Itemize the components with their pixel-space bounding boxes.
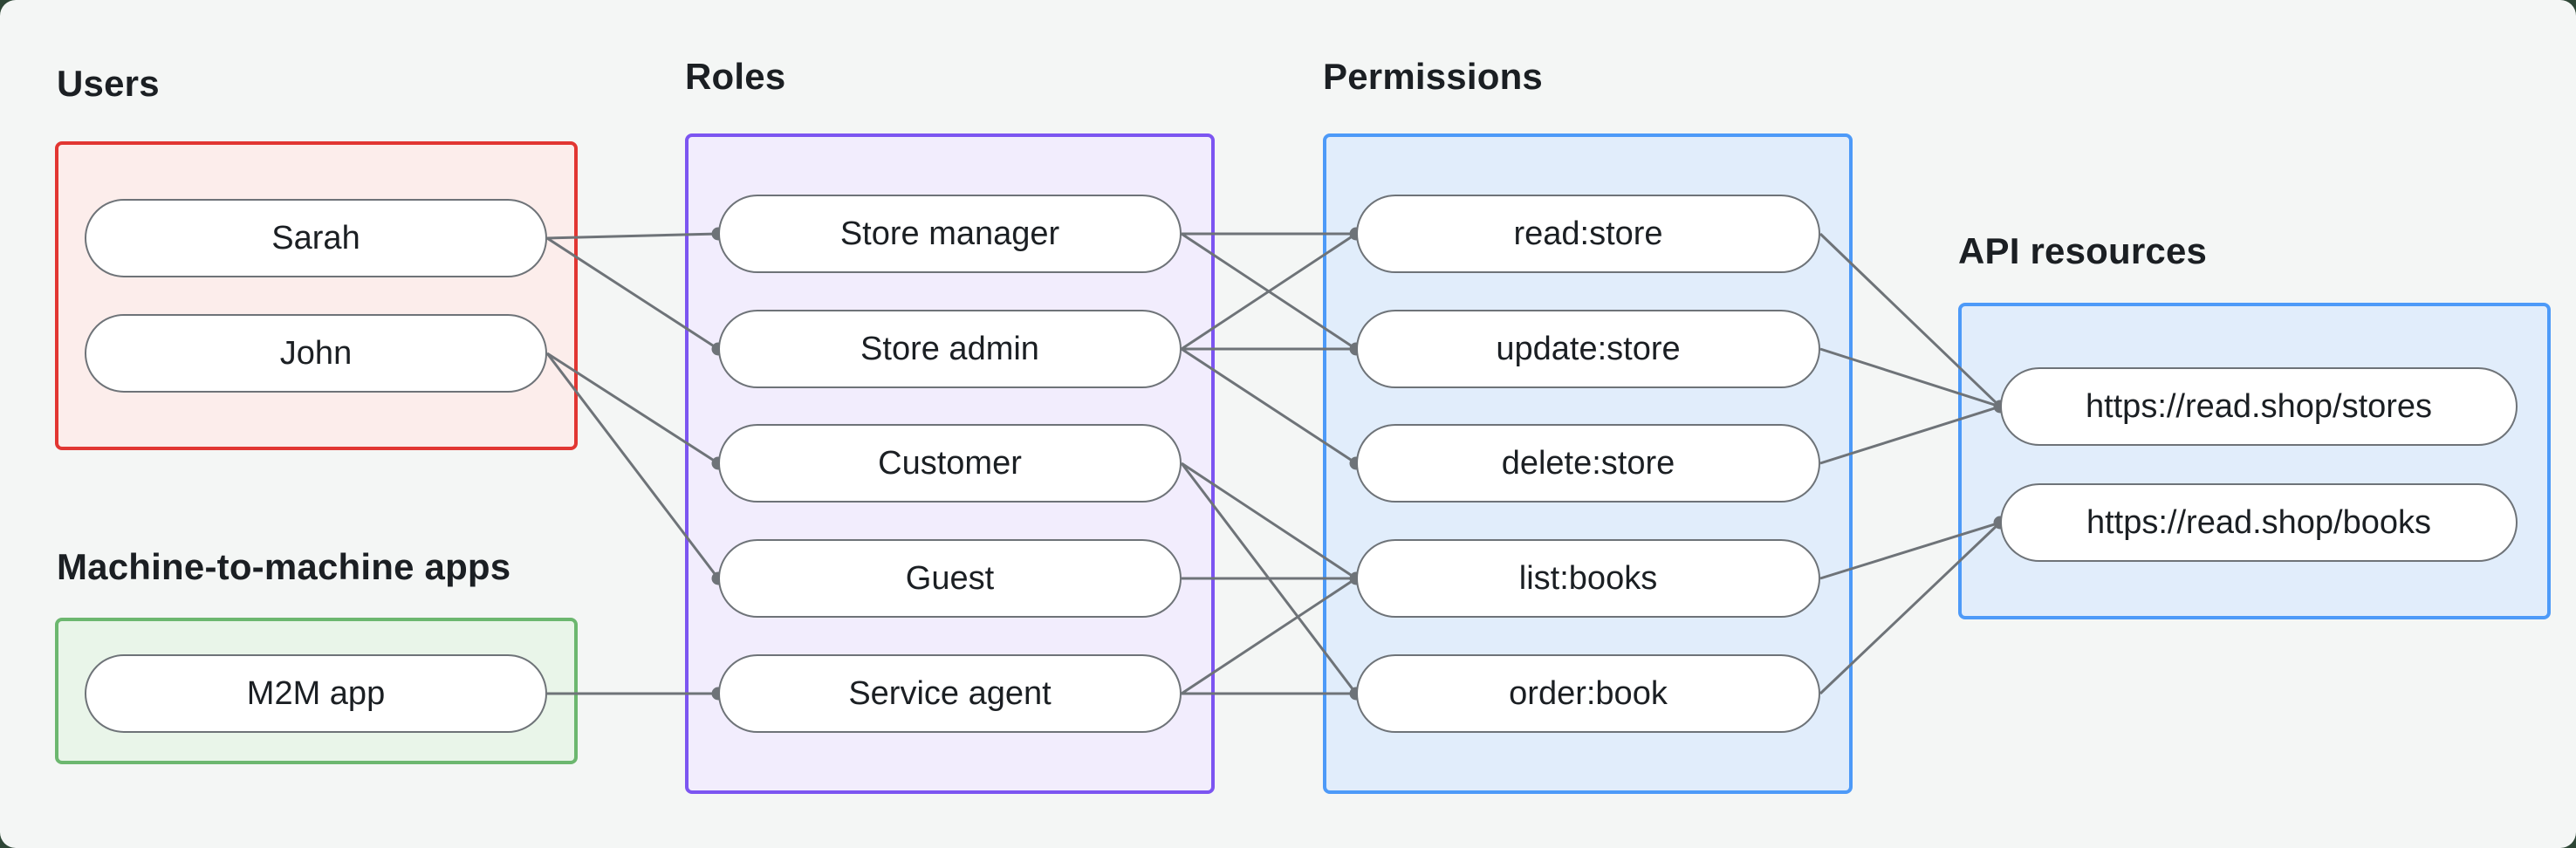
group-label-users: Users <box>57 63 160 104</box>
group-label-m2m: Machine-to-machine apps <box>57 546 511 587</box>
node-read-store: read:store <box>1356 195 1820 273</box>
node-guest: Guest <box>718 539 1182 618</box>
node-delete-store: delete:store <box>1356 424 1820 503</box>
node-order-book: order:book <box>1356 654 1820 733</box>
edge-read-store-to-stores-api <box>1819 232 2002 408</box>
group-label-roles: Roles <box>685 56 786 97</box>
node-store-manager: Store manager <box>718 195 1182 273</box>
edge-sarah-to-store-manager <box>546 232 719 240</box>
node-sarah: Sarah <box>85 199 547 277</box>
edge-service-agent-to-list-books <box>1181 577 1357 695</box>
edge-delete-store-to-stores-api <box>1819 405 2001 465</box>
node-service-agent: Service agent <box>718 654 1182 733</box>
node-books-api: https://read.shop/books <box>2000 483 2518 562</box>
edge-sarah-to-store-admin <box>546 236 719 351</box>
edge-store-admin-to-read-store <box>1181 232 1357 351</box>
node-stores-api: https://read.shop/stores <box>2000 367 2518 446</box>
group-box-users <box>55 141 578 450</box>
edge-update-store-to-stores-api <box>1819 347 2001 408</box>
edge-store-admin-to-delete-store <box>1181 347 1357 465</box>
node-update-store: update:store <box>1356 310 1820 388</box>
edge-list-books-to-books-api <box>1819 521 2001 580</box>
node-m2m-app: M2M app <box>85 654 547 733</box>
edge-customer-to-list-books <box>1181 462 1357 580</box>
node-store-admin: Store admin <box>718 310 1182 388</box>
group-box-api <box>1958 303 2551 619</box>
group-label-permissions: Permissions <box>1323 56 1543 97</box>
node-john: John <box>85 314 547 393</box>
node-customer: Customer <box>718 424 1182 503</box>
node-list-books: list:books <box>1356 539 1820 618</box>
edge-john-to-guest <box>545 352 720 579</box>
edge-order-book-to-books-api <box>1819 521 2002 695</box>
edge-john-to-customer <box>546 352 719 465</box>
group-label-api: API resources <box>1958 230 2208 271</box>
